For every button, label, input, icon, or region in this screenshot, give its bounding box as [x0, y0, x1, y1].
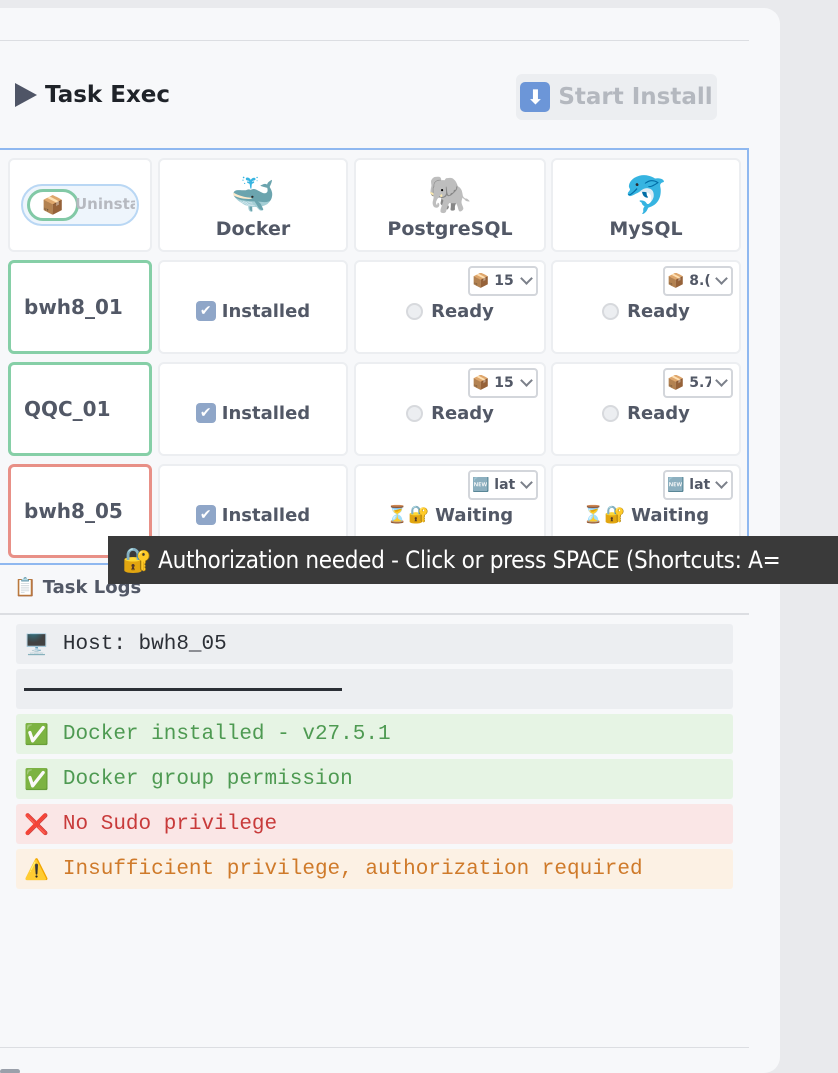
radio-icon — [602, 404, 620, 422]
check-icon: ✔ — [195, 301, 216, 321]
postgres-status-cell[interactable]: 📦 15 Ready — [354, 260, 546, 354]
version-select[interactable]: 📦 15 — [468, 266, 538, 296]
host-label: bwh8_05 — [24, 499, 123, 523]
log-entry: 🖥️ Host: bwh8_05 — [16, 624, 733, 664]
postgres-status-cell[interactable]: 📦 15 Ready — [354, 362, 546, 456]
status-text: Installed — [221, 402, 311, 424]
version-select[interactable]: 📦 15 — [468, 368, 538, 398]
version-value: 🆕 lat — [667, 477, 711, 493]
column-label: Docker — [215, 218, 291, 240]
dolphin-icon: 🐬 — [623, 175, 669, 216]
uninstall-toggle[interactable]: 📦 Uninstal — [21, 184, 139, 226]
log-text: Docker group permission — [62, 767, 353, 791]
monitor-icon: 🖥️ — [24, 632, 49, 656]
log-separator — [16, 669, 733, 709]
package-icon: 📦 — [27, 189, 79, 221]
host-cell-qqc-01[interactable]: QQC_01 — [8, 362, 152, 456]
status-text: Ready — [627, 300, 690, 322]
column-label: PostgreSQL — [387, 218, 513, 240]
cross-icon: ❌ — [24, 812, 49, 836]
download-icon: ⬇ — [520, 82, 551, 112]
status-text: Ready — [431, 402, 494, 424]
whale-icon: 🐳 — [230, 175, 276, 216]
mysql-status-cell[interactable]: 📦 8.( Ready — [551, 260, 741, 354]
check-icon: ✅ — [24, 722, 49, 746]
status-text: Ready — [431, 300, 494, 322]
clipboard-icon: 📋 — [14, 577, 37, 598]
status-text: Installed — [221, 504, 311, 526]
host-label: bwh8_01 — [24, 295, 123, 319]
column-postgresql[interactable]: 🐘 PostgreSQL — [354, 158, 546, 252]
version-select[interactable]: 🆕 lat — [468, 470, 538, 500]
log-text: Insufficient privilege, authorization re… — [62, 857, 643, 881]
version-value: 📦 15 — [472, 273, 514, 289]
uninstall-toggle-cell: 📦 Uninstal — [8, 158, 152, 252]
radio-icon — [602, 302, 620, 320]
warning-icon: ⚠️ — [24, 857, 49, 881]
radio-icon — [406, 302, 424, 320]
separator-line — [24, 687, 342, 691]
install-matrix: 📦 Uninstal 🐳 Docker 🐘 PostgreSQL 🐬 MySQL… — [0, 148, 749, 565]
version-select[interactable]: 📦 8.( — [663, 266, 733, 296]
radio-icon — [406, 404, 424, 422]
authorization-tooltip[interactable]: 🔐 Authorization needed - Click or press … — [108, 536, 838, 584]
log-entry: ✅ Docker group permission — [16, 759, 733, 799]
chevron-down-icon — [520, 476, 533, 489]
docker-status-cell[interactable]: ✔ Installed — [158, 260, 348, 354]
divider — [0, 1047, 749, 1048]
version-select[interactable]: 🆕 lat — [663, 470, 733, 500]
version-value: 🆕 lat — [472, 477, 516, 493]
log-entry: ❌ No Sudo privilege — [16, 804, 733, 844]
play-icon — [15, 83, 37, 107]
chevron-down-icon — [520, 272, 533, 285]
log-text: Docker installed - v27.5.1 — [62, 722, 391, 746]
toggle-label: Uninstal — [75, 195, 135, 213]
check-icon: ✅ — [24, 767, 49, 791]
host-label: QQC_01 — [24, 397, 111, 421]
title-text: Task Exec — [45, 82, 171, 108]
elephant-icon: 🐘 — [427, 175, 473, 216]
hourglass-lock-icon: ⏳🔐 — [582, 505, 626, 525]
column-mysql[interactable]: 🐬 MySQL — [551, 158, 741, 252]
horizontal-scrollbar[interactable] — [0, 1069, 20, 1073]
check-icon: ✔ — [195, 505, 216, 525]
host-cell-bwh8-01[interactable]: bwh8_01 — [8, 260, 152, 354]
chevron-down-icon — [715, 476, 728, 489]
start-install-button[interactable]: ⬇ Start Install — [516, 74, 717, 120]
status-text: Waiting — [631, 504, 710, 526]
exec-header: Task Exec ⬇ Start Install — [15, 74, 717, 120]
docker-status-cell[interactable]: ✔ Installed — [158, 362, 348, 456]
version-value: 📦 5.7 — [667, 375, 711, 391]
chevron-down-icon — [715, 374, 728, 387]
log-entry: ✅ Docker installed - v27.5.1 — [16, 714, 733, 754]
version-value: 📦 15 — [472, 375, 514, 391]
check-icon: ✔ — [195, 403, 216, 423]
hourglass-lock-icon: ⏳🔐 — [386, 505, 430, 525]
divider — [0, 613, 749, 615]
start-install-label: Start Install — [558, 84, 713, 110]
column-label: MySQL — [609, 218, 683, 240]
status-text: Installed — [221, 300, 311, 322]
tooltip-text: 🔐 Authorization needed - Click or press … — [122, 546, 781, 574]
column-docker[interactable]: 🐳 Docker — [158, 158, 348, 252]
log-entry: ⚠️ Insufficient privilege, authorization… — [16, 849, 733, 889]
log-text: Host: bwh8_05 — [62, 632, 227, 656]
version-select[interactable]: 📦 5.7 — [663, 368, 733, 398]
chevron-down-icon — [715, 272, 728, 285]
page-title: Task Exec — [15, 82, 170, 108]
status-text: Waiting — [435, 504, 514, 526]
status-text: Ready — [627, 402, 690, 424]
divider — [0, 40, 749, 41]
chevron-down-icon — [520, 374, 533, 387]
mysql-status-cell[interactable]: 📦 5.7 Ready — [551, 362, 741, 456]
version-value: 📦 8.( — [667, 273, 711, 289]
log-text: No Sudo privilege — [62, 812, 278, 836]
